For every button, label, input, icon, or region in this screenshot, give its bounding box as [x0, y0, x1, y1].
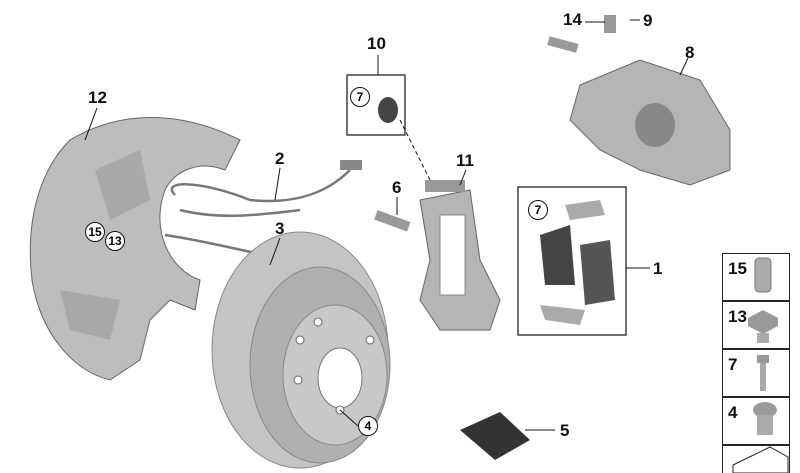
callout-10: 10: [367, 34, 386, 53]
grease-packet: [460, 412, 530, 460]
callout-8: 8: [685, 43, 695, 62]
callout-13: 13: [105, 231, 125, 251]
legend-icons: [732, 257, 789, 473]
callout-3: 3: [275, 219, 285, 238]
legend-label: 13: [728, 307, 747, 326]
callout-6: 6: [392, 178, 402, 197]
callout-2: 2: [275, 149, 285, 168]
callout-1: 1: [653, 259, 663, 278]
legend-label: 7: [728, 355, 738, 374]
callout-11: 11: [456, 151, 474, 170]
callout-15: 15: [85, 222, 105, 242]
legend-cell-arrow: [722, 445, 790, 473]
legend-label: 15: [728, 259, 747, 278]
callout-12: 12: [88, 88, 107, 107]
legend-cell-4: 4: [722, 397, 790, 445]
legend-cell-7: 7: [722, 349, 790, 397]
callout-7-pads: 7: [528, 200, 548, 220]
callout-4: 4: [358, 416, 378, 436]
callout-14: 14: [563, 10, 582, 29]
legend-cell-13: 13: [722, 301, 790, 349]
callout-7-grommet: 7: [350, 87, 370, 107]
legend-cell-15: 15: [722, 253, 790, 301]
callout-5: 5: [560, 421, 570, 440]
callout-9: 9: [643, 11, 653, 30]
legend-label: 4: [728, 403, 738, 422]
